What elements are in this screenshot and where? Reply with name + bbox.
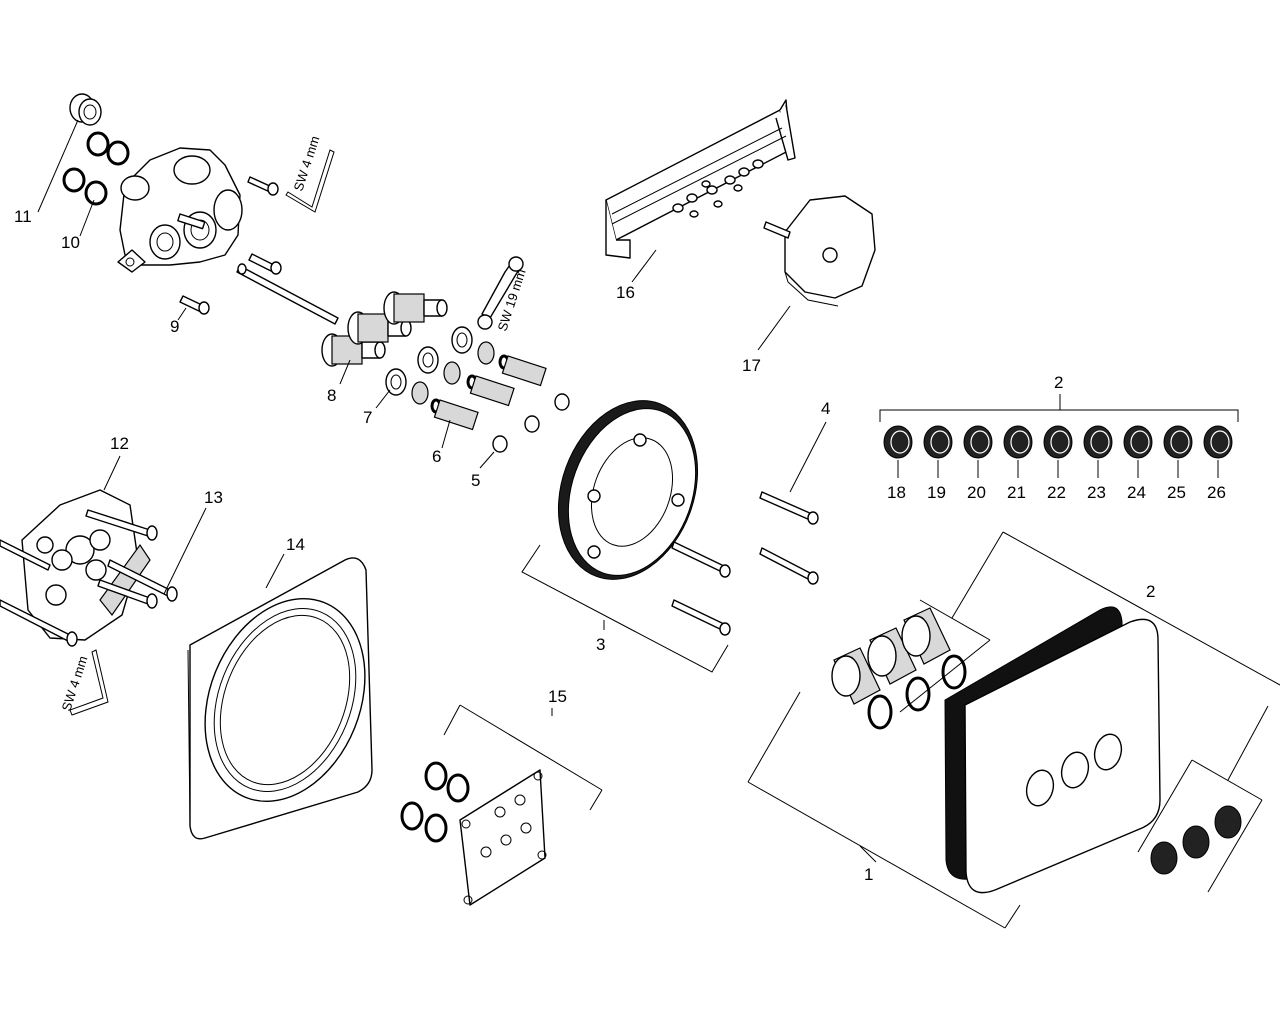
callout-12: 12	[110, 434, 129, 453]
callout-4: 4	[821, 399, 830, 418]
callout-22: 22	[1047, 483, 1066, 502]
part-10-o-rings	[62, 131, 130, 206]
callout-18: 18	[887, 483, 906, 502]
callout-6: 6	[432, 447, 441, 466]
part-12-plate	[21, 489, 151, 641]
part-13-screws	[0, 509, 178, 647]
callout-19: 19	[927, 483, 946, 502]
part-8-cartridges	[321, 291, 448, 367]
knob-21	[1003, 425, 1033, 459]
callout-26: 26	[1207, 483, 1226, 502]
callout-14: 14	[286, 535, 305, 554]
part-2-knobs-small	[1150, 805, 1242, 875]
screw-body	[247, 176, 279, 196]
part-9-screw	[179, 295, 210, 315]
part-6-spindles	[430, 354, 547, 431]
callout-1: 1	[864, 865, 873, 884]
long-rod	[236, 253, 339, 325]
callout-21: 21	[1007, 483, 1026, 502]
knob-26	[1203, 425, 1233, 459]
part-7-nuts	[385, 326, 495, 405]
part-1-trim	[944, 606, 1161, 894]
callout-5: 5	[471, 471, 480, 490]
part-16-bracket	[605, 99, 796, 259]
callout-3: 3	[596, 635, 605, 654]
knob-19	[923, 425, 953, 459]
callout-25: 25	[1167, 483, 1186, 502]
part-2-sleeves	[831, 607, 967, 730]
callout-9: 9	[170, 317, 179, 336]
part-14-frame	[187, 557, 373, 840]
part-5-nuts	[492, 393, 570, 453]
hex-key-icon: SW 4 mm	[59, 649, 109, 716]
callout-11: 11	[14, 207, 32, 226]
knob-25	[1163, 425, 1193, 459]
callout-7: 7	[363, 408, 372, 427]
callout-15: 15	[548, 687, 567, 706]
part-17-plaster-guard	[763, 195, 876, 307]
callout-16: 16	[616, 283, 635, 302]
part-3-ring	[557, 400, 699, 580]
part-4-screws	[671, 491, 819, 636]
hex-key-icon: SW 4 mm	[285, 134, 335, 213]
callout-20: 20	[967, 483, 986, 502]
knob-row	[879, 394, 1239, 478]
hex-key-top-label: SW 4 mm	[291, 134, 323, 193]
callout-24: 24	[1127, 483, 1146, 502]
open-end-wrench-icon: SW 19 mm	[477, 256, 529, 333]
basic-body	[117, 147, 243, 273]
part-11-nipple	[69, 93, 102, 126]
part-15-seal-kit	[400, 761, 547, 906]
callout-2-top: 2	[1054, 373, 1063, 392]
knob-22	[1043, 425, 1073, 459]
callout-17: 17	[742, 356, 761, 375]
callout-10: 10	[61, 233, 80, 252]
callout-8: 8	[327, 386, 336, 405]
callout-23: 23	[1087, 483, 1106, 502]
callout-13: 13	[204, 488, 223, 507]
callout-2-mid: 2	[1146, 582, 1155, 601]
knob-18	[883, 425, 913, 459]
knob-23	[1083, 425, 1113, 459]
knob-24	[1123, 425, 1153, 459]
knob-20	[963, 425, 993, 459]
